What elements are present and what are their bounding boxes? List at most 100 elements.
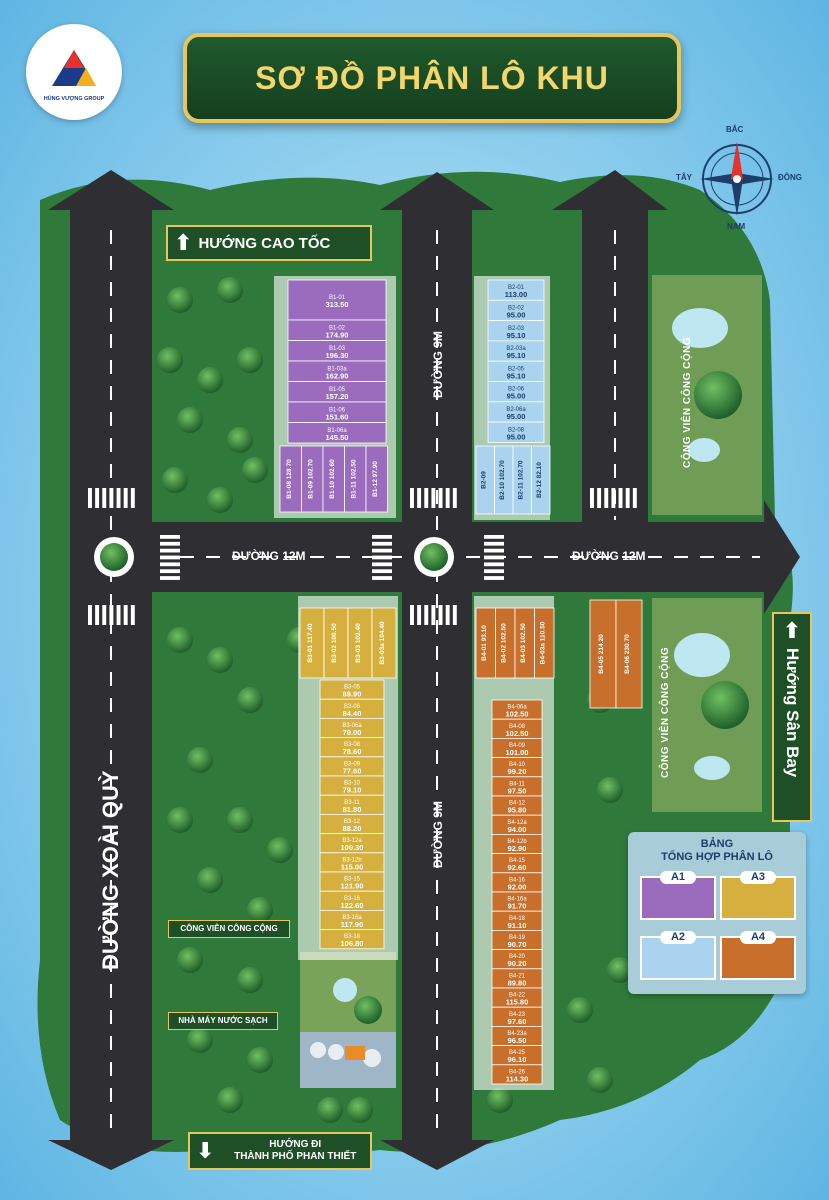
arrow-up-left: [48, 170, 174, 210]
lot-shape: [371, 607, 397, 679]
park-top-pond-2: [688, 438, 720, 462]
crosswalk-stripe: [632, 488, 637, 508]
lot-id: B1-06: [329, 407, 346, 413]
lot-label: B4-02 102.50: [500, 623, 507, 663]
lot-b4-03[interactable]: B4-03 102.50: [514, 607, 535, 679]
crosswalk-stripe: [417, 488, 422, 508]
lot-area: 96.50: [508, 1036, 527, 1045]
lot-b4-01[interactable]: B4-01 93.10: [475, 607, 496, 679]
lot-area: 151.60: [326, 412, 349, 421]
lot-area: 196.30: [326, 351, 349, 360]
lot-area: 79.10: [343, 786, 362, 795]
lot-shape: [287, 279, 387, 321]
lot-area: 78.60: [343, 747, 362, 756]
lot-b4-02[interactable]: B4-02 102.50: [495, 607, 516, 679]
lot-b3-03[interactable]: B3-03 102.40: [347, 607, 373, 679]
lot-b4-05[interactable]: B4-05 214.20: [589, 599, 617, 709]
lot-shape: [319, 929, 385, 950]
lot-id: B4-25: [509, 1050, 526, 1056]
roundabout-mid-tree: [420, 543, 448, 571]
lot-b4-03a[interactable]: B4-03a 110.50: [534, 607, 555, 679]
compass-west: TÂY: [676, 173, 692, 182]
park-top-pond: [672, 308, 728, 348]
lot-b3-01[interactable]: B3-01 117.40: [299, 607, 325, 679]
lot-id: B3-18: [344, 934, 361, 940]
lot-b2-12[interactable]: B2-12 82.10: [531, 445, 551, 515]
lot-b1-10[interactable]: B1-10 102.60: [322, 445, 345, 513]
lot-b1-08[interactable]: B1-08 128.70: [279, 445, 302, 513]
lot-id: B4-10: [509, 762, 526, 768]
lot-b1-11[interactable]: B1-11 102.50: [344, 445, 367, 513]
lot-id: B4-12a: [507, 820, 527, 826]
road-label-12m-left: ĐƯỜNG 12M: [232, 549, 306, 563]
crosswalk-stripe: [625, 488, 630, 508]
lot-b4-06[interactable]: B4-06 230.70: [615, 599, 643, 709]
tree: [487, 1087, 513, 1113]
lot-b3-03a[interactable]: B3-03a 104.40: [371, 607, 397, 679]
sign-cao-toc: ⬆ HƯỚNG CAO TỐC: [166, 225, 372, 261]
crosswalk-stripe: [160, 535, 180, 539]
lot-id: B1-03: [329, 346, 346, 352]
lot-label: B3-01 117.40: [307, 623, 314, 662]
lot-b2-10[interactable]: B2-10 102.70: [494, 445, 514, 515]
lot-b1-09[interactable]: B1-09 102.70: [301, 445, 324, 513]
lot-b1-12[interactable]: B1-12 97.90: [365, 445, 388, 513]
lot-b3-02[interactable]: B3-02 100.50: [323, 607, 349, 679]
crosswalk-stripe: [372, 576, 392, 580]
lot-b2-11[interactable]: B2-11 102.70: [512, 445, 532, 515]
lot-area: 121.90: [341, 882, 364, 891]
tree: [317, 1097, 343, 1123]
lot-b2-09[interactable]: B2-09: [475, 445, 495, 515]
